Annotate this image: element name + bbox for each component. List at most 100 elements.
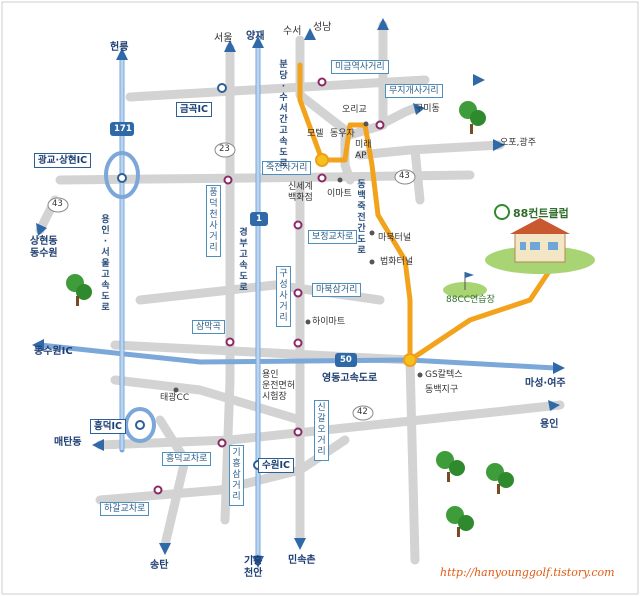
junction-hagal (153, 485, 163, 495)
tree-3 (436, 451, 465, 482)
road-name-gyeongbu: 경부고속도로 (239, 228, 248, 293)
junction-heungdeok (217, 438, 227, 448)
junction-mujige (375, 120, 385, 130)
road-small (410, 145, 425, 205)
place-yongdong: 영동고속도로 (322, 373, 378, 384)
label-singal: 신갈오거리 (314, 400, 329, 461)
clubhouse-illustration (485, 204, 595, 274)
tree-1 (459, 101, 486, 134)
road-taegwang (110, 375, 305, 425)
place-emart: 이마트 (327, 189, 352, 199)
arrow-songtan (159, 543, 171, 555)
tree-4 (486, 463, 514, 494)
shield-43b (394, 169, 416, 185)
highway-yeongdong (37, 342, 558, 371)
route-23: 23 (219, 144, 230, 154)
ic-gwanggyo: 광교·상현IC (34, 153, 92, 168)
junction-mabuk (293, 288, 303, 298)
highlight-points (315, 153, 417, 367)
junction-samakgok (225, 337, 235, 347)
junction-bojeong (293, 220, 303, 230)
place-gs: GS칼텍스 (425, 370, 463, 380)
shield-1 (250, 212, 268, 226)
junction-jukjeon (317, 173, 327, 183)
tree-2 (66, 274, 92, 306)
ic-point-heungdeok (135, 420, 145, 430)
highway-arrows (32, 18, 565, 568)
route-to-clubhouse (407, 267, 553, 363)
arrow-seongnam (377, 18, 389, 30)
city-seongnam: 성남 (313, 22, 332, 33)
ic-point-geumgok (217, 83, 227, 93)
arrow-sanghyeon (36, 223, 47, 236)
junction-singal (293, 427, 303, 437)
city-opo: 오포,광주 (500, 138, 536, 148)
heungdeok-loop (124, 407, 156, 443)
place-practice: 88CC연습장 (446, 295, 495, 305)
arrow-seoul (224, 40, 236, 52)
road-name-dongbaek: 동백죽전간도로 (357, 180, 366, 256)
interchange-loops (104, 151, 156, 443)
shield-23 (214, 142, 236, 158)
gwanggyo-loop (104, 151, 140, 199)
arrow-giheung (252, 556, 264, 568)
label-bojeong: 보정교차로 (308, 230, 358, 244)
label-jukjeon: 죽전사거리 (262, 161, 312, 175)
ic-point-gwanggyo (117, 173, 127, 183)
point-jukjeon-route (315, 153, 329, 167)
route-171: 171 (114, 124, 132, 134)
city-heolleung: 헌릉 (110, 42, 129, 53)
city-seoul: 서울 (214, 33, 233, 44)
arrow-minsokchon (294, 538, 306, 550)
shield-42 (352, 405, 374, 421)
arrow-dongsuwon (32, 339, 44, 351)
place-shinsegae: 신세계 백화점 (288, 182, 313, 203)
junction-pungdeok (223, 175, 233, 185)
trees (66, 101, 514, 537)
junction-points (153, 77, 385, 495)
blog-url[interactable]: http://hanyounggolf.tistory.com (440, 566, 615, 579)
label-mujige: 무지개사거리 (385, 84, 443, 98)
shield-50 (335, 353, 357, 367)
road-gumidong (375, 103, 420, 130)
place-gumidong: 구미동 (415, 104, 440, 114)
place-dongbaek: 동백지구 (425, 385, 459, 395)
city-sanghyeon: 상현동 동수원 (30, 236, 58, 259)
place-beophwa-tunnel: 법화터널 (380, 257, 414, 267)
junction-migeum (317, 77, 327, 87)
arrow-yangjae (252, 36, 264, 48)
junction-guseong (293, 338, 303, 348)
arrow-suseo (304, 28, 316, 40)
label-heungdeok-jc: 흥덕교차로 (162, 452, 212, 466)
ic-heungdeok: 흥덕IC (90, 419, 126, 434)
route-shields (47, 122, 416, 421)
label-giheung-samgeori: 기흥삼거리 (229, 445, 244, 506)
label-samakgok: 삼막곡 (192, 320, 225, 334)
arrow-maetan (92, 439, 104, 451)
road-mid-horizontal (110, 340, 415, 365)
route-43a: 43 (52, 199, 63, 209)
route-50: 50 (340, 355, 352, 365)
arrow-top-east (473, 74, 485, 86)
place-himart: 하이마트 (312, 317, 346, 327)
place-mirae: 미래 (355, 140, 372, 150)
arrow-yongin (548, 400, 560, 411)
city-suseo: 수서 (283, 26, 302, 37)
label-guseong: 구성사거리 (276, 266, 291, 327)
ic-suwon: 수원IC (258, 458, 294, 473)
place-taegwang: 태광CC (160, 393, 190, 403)
road-name-bundang-suseo: 분당·수서간고속도로 (279, 60, 288, 169)
label-pungdeok: 풍덕천사거리 (206, 185, 221, 257)
city-maetan: 매탄동 (54, 437, 82, 448)
label-hagal: 하갈교차로 (100, 502, 150, 516)
city-mabuk-yeoju: 마성·여주 (525, 378, 566, 389)
practice-range-icon (443, 272, 487, 298)
road-pungdeok-vertical (220, 43, 235, 525)
place-ap: AP (355, 151, 367, 161)
city-yangjae: 양재 (246, 31, 265, 42)
road-top-horizontal (125, 75, 430, 102)
city-giheung-cheonan: 기흥 천안 (244, 556, 263, 579)
label-mabuk: 마북삼거리 (312, 283, 362, 297)
